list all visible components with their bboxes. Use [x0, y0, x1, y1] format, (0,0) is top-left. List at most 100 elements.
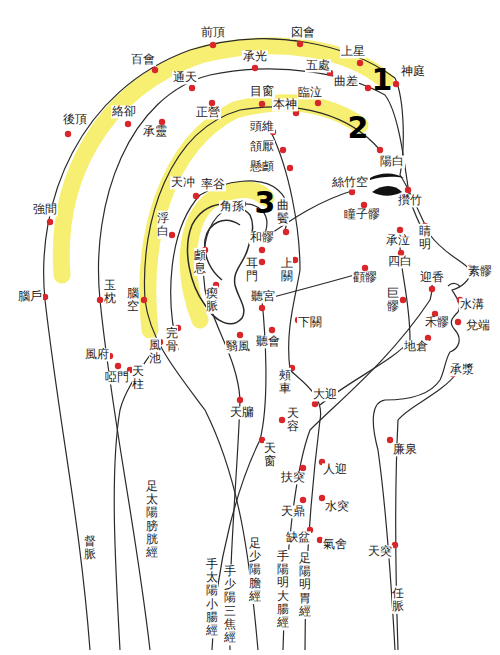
point-label: 頭維: [249, 120, 275, 133]
point-label: 目窗: [249, 85, 275, 98]
point-label: 耳門: [246, 256, 258, 284]
point-label: 顱息: [194, 248, 206, 276]
point-label: 頰車: [279, 368, 291, 396]
point-label: 前頂: [200, 26, 226, 39]
ear-fold: [205, 220, 240, 280]
point-label: 攢竹: [397, 194, 423, 207]
point-label: 曲鬢: [277, 198, 289, 226]
point-label: 迎香: [419, 271, 445, 284]
point-label: 睛明: [419, 224, 431, 252]
point-label: 顴髎: [352, 271, 378, 284]
point-label: 缺盆: [285, 531, 311, 544]
point-label: 風府: [84, 348, 110, 361]
point-label: 神庭: [400, 65, 426, 78]
acupoint-dots: [42, 41, 473, 548]
point-label: 承靈: [142, 125, 168, 138]
point-label: 腦戶: [17, 290, 43, 303]
point-label: 天冲: [170, 176, 196, 189]
point-label: 絲竹空: [331, 176, 369, 189]
point-label: 承光: [242, 50, 268, 63]
meridian-label: 足少陽膽經: [249, 536, 261, 604]
meridian-label: 手陽明大腸經: [277, 549, 289, 630]
meridian-line: [396, 372, 458, 650]
point-label: 天柱: [132, 364, 144, 392]
point-label: 正營: [195, 106, 221, 119]
point-label: 率谷: [200, 178, 226, 191]
point-label: 天容: [287, 406, 299, 434]
point-label: 風池: [149, 338, 161, 366]
meridian-line: [114, 355, 150, 650]
point-label: 大迎: [312, 388, 338, 401]
point-label: 水溝: [459, 298, 485, 311]
point-label: 懸顱: [249, 160, 275, 173]
meridian-lines: [44, 39, 471, 650]
meridian-label: 足陽明胃經: [299, 551, 311, 619]
meridian-label: 手太陽小腸經: [206, 557, 218, 638]
point-label: 人迎: [322, 463, 348, 476]
meridian-line: [212, 272, 365, 650]
point-label: 氣舍: [322, 538, 348, 551]
meridian-label: 手少陽三焦經: [224, 564, 236, 645]
eyebrow: [370, 174, 404, 181]
meridian-label: 足太陽膀胱經: [146, 479, 158, 560]
callout-number: 3: [254, 188, 277, 218]
point-label: 地倉: [403, 340, 429, 353]
point-label: 天牖: [229, 406, 255, 419]
point-label: 絡卻: [111, 105, 137, 118]
highlight-band: [148, 103, 360, 330]
point-label: 腦空: [127, 286, 139, 314]
eye: [370, 174, 460, 288]
point-label: 水突: [324, 500, 350, 513]
point-label: 頷厭: [249, 140, 275, 153]
meridian-line: [44, 39, 395, 650]
point-label: 天窗: [264, 441, 276, 469]
point-label: 禾髎: [424, 316, 450, 329]
ear: [188, 204, 253, 324]
point-label: 下關: [297, 316, 323, 329]
point-label: 聽會: [255, 335, 281, 348]
meridian-line: [171, 181, 288, 350]
point-label: 承泣: [385, 234, 411, 247]
callout-number: 1: [371, 65, 394, 95]
point-label: 天突: [367, 545, 393, 558]
point-label: 五處: [305, 59, 331, 72]
meridian-line: [283, 285, 432, 650]
point-label: 天鼎: [280, 505, 306, 518]
point-label: 素髎: [467, 265, 493, 278]
point-label: 臨泣: [297, 86, 323, 99]
point-label: 百會: [130, 53, 156, 66]
point-label: 巨髎: [387, 286, 399, 314]
highlight-band: [61, 46, 385, 275]
meridian-label: 督脈: [84, 534, 96, 562]
callout-number: 2: [347, 113, 370, 143]
point-label: 角孫: [219, 200, 245, 213]
point-label: 啞門: [104, 371, 130, 384]
meridian-line: [203, 190, 355, 650]
point-label: 囟會: [290, 26, 316, 39]
point-label: 完骨: [166, 326, 178, 354]
point-label: 承漿: [449, 363, 475, 376]
point-label: 上星: [340, 45, 366, 58]
point-label: 瘈脈: [206, 286, 218, 314]
point-label: 陽白: [379, 155, 405, 168]
point-label: 玉枕: [104, 278, 116, 306]
point-label: 曲差: [333, 75, 359, 88]
point-label: 和髎: [249, 231, 275, 244]
ear-outline: [188, 204, 253, 324]
meridian-line: [320, 245, 410, 405]
nostril: [448, 283, 460, 287]
meridian-line: [144, 107, 380, 650]
point-label: 翳風: [225, 340, 251, 353]
meridian-label: 任脈: [392, 586, 404, 614]
meridian-line: [98, 69, 425, 650]
point-label: 兌端: [465, 319, 491, 332]
point-label: 後頂: [62, 113, 88, 126]
point-label: 強間: [32, 203, 58, 216]
point-label: 聽宮: [250, 290, 276, 303]
point-label: 扶突: [280, 471, 306, 484]
point-label: 瞳子髎: [343, 208, 381, 221]
point-label: 浮白: [157, 211, 169, 239]
point-label: 本神: [272, 98, 298, 111]
point-label: 上關: [281, 256, 293, 284]
point-label: 通天: [172, 71, 198, 84]
